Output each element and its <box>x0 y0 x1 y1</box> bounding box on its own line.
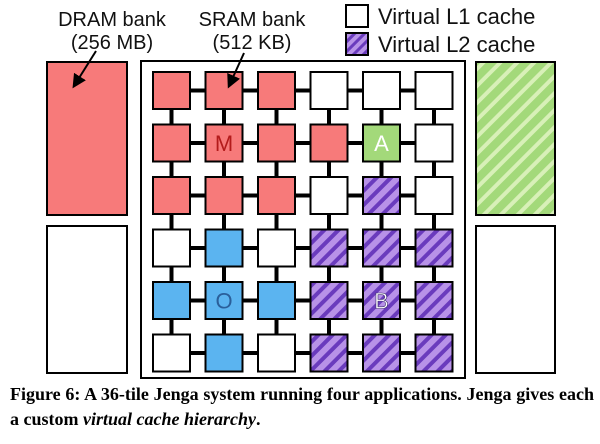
sram-tile-red <box>204 176 244 215</box>
dram-bank-label: DRAM bank <box>58 9 167 31</box>
app-label-m: M <box>215 131 233 156</box>
legend-l1-swatch <box>345 4 369 28</box>
sram-tile-blue <box>152 281 191 320</box>
sram-tile-purple <box>362 281 401 320</box>
app-label-o: O <box>215 289 232 314</box>
dram-bank-arrow <box>72 50 97 89</box>
sram-tile-white <box>257 333 296 373</box>
sram-tile-red <box>257 71 296 110</box>
dram-bank-bottom-left <box>46 225 128 374</box>
sram-tile-red <box>257 123 296 163</box>
sram-tile-purple <box>414 228 454 268</box>
sram-tile-red <box>257 176 296 215</box>
sram-tile-red <box>204 123 244 163</box>
dram-bank-bottom-right <box>475 225 556 374</box>
sram-tile-purple <box>362 176 401 215</box>
sram-tile-white <box>362 71 401 110</box>
caption-text: Figure 6: A 36-tile Jenga system running… <box>10 384 594 429</box>
sram-tile-white <box>414 176 454 215</box>
sram-tile-purple <box>414 281 454 320</box>
figure-caption: Figure 6: A 36-tile Jenga system running… <box>10 382 594 432</box>
sram-tile-red <box>204 71 244 110</box>
sram-tile-purple <box>309 228 349 268</box>
sram-tile-white <box>152 333 191 373</box>
sram-tile-red <box>152 71 191 110</box>
dram-bank-top-right <box>475 61 556 216</box>
sram-tile-red <box>152 123 191 163</box>
sram-tile-purple <box>309 333 349 373</box>
sram-tile-purple <box>362 228 401 268</box>
sram-tile-red <box>152 176 191 215</box>
sram-bank-arrow <box>227 52 245 89</box>
sram-tile-purple <box>309 281 349 320</box>
legend-l2-label: Virtual L2 cache <box>378 32 535 57</box>
legend-l2-swatch <box>345 32 369 56</box>
sram-tile-blue <box>204 281 244 320</box>
app-label-b: B <box>374 289 389 314</box>
legend-l1-label: Virtual L1 cache <box>378 4 535 29</box>
caption-emphasis: virtual cache hierarchy <box>83 409 256 429</box>
sram-tile-white <box>152 228 191 268</box>
sram-bank-label: SRAM bank <box>199 9 307 31</box>
sram-tile-white <box>414 71 454 110</box>
dram-bank-size-label: (256 MB) <box>71 32 153 54</box>
sram-bank-size-label: (512 KB) <box>213 32 292 54</box>
sram-tile-white <box>309 71 349 110</box>
sram-tile-blue <box>257 281 296 320</box>
app-label-a: A <box>374 131 389 156</box>
sram-tile-white <box>309 176 349 215</box>
jenga-diagram: DRAM bank (256 MB) SRAM bank (512 KB) Vi… <box>46 4 556 379</box>
sram-tile-blue <box>204 333 244 373</box>
sram-tile-purple <box>362 333 401 373</box>
sram-tile-blue <box>204 228 244 268</box>
sram-tile-red <box>309 123 349 163</box>
sram-tile-white <box>257 228 296 268</box>
caption-end: . <box>256 409 261 429</box>
chip-outline <box>140 60 466 379</box>
sram-tile-purple <box>414 333 454 373</box>
sram-tile-white <box>414 123 454 163</box>
dram-bank-top-left <box>46 61 128 216</box>
sram-tile-green <box>362 123 401 163</box>
